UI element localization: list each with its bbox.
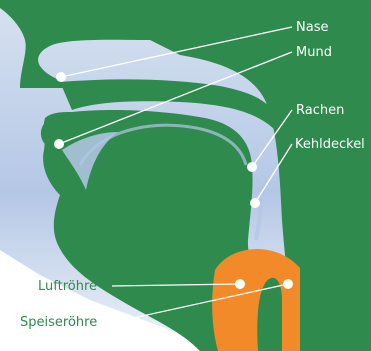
marker-dot-mund <box>54 139 64 149</box>
label-rachen: Rachen <box>296 103 344 118</box>
marker-dot-luftroehre <box>235 279 245 289</box>
marker-dot-kehldeckel <box>250 198 260 208</box>
airway-region <box>212 249 300 351</box>
label-mund: Mund <box>296 45 332 60</box>
label-luftroehre: Luftröhre <box>38 279 97 294</box>
marker-dot-speiseroehre <box>283 279 293 289</box>
marker-dot-nase <box>56 72 66 82</box>
marker-dot-rachen <box>247 162 257 172</box>
label-nase: Nase <box>296 20 328 35</box>
label-kehldeckel: Kehldeckel <box>295 137 365 152</box>
label-speiseroehre: Speiseröhre <box>20 315 97 330</box>
